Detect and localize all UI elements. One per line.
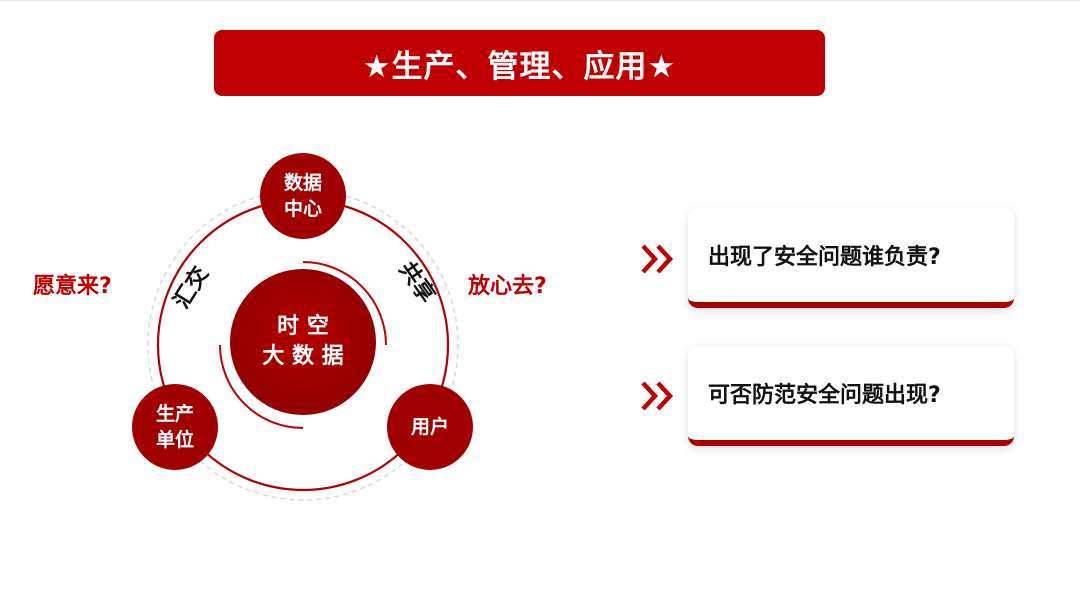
node-data-center-line2: 中心 [283, 198, 322, 220]
top-divider [0, 0, 1080, 1]
node-user: 用户 [387, 410, 473, 444]
node-producer-line1: 生产 [155, 403, 194, 425]
node-producer: 生产 单位 [132, 399, 218, 455]
node-user-line1: 用户 [410, 416, 449, 438]
node-producer-line2: 单位 [155, 429, 194, 451]
question-card-text: 出现了安全问题谁负责? [708, 245, 941, 270]
page-title: ★生产、管理、应用★ [362, 48, 677, 85]
center-label-line1: 时 空 [277, 314, 329, 339]
node-data-center-circle [260, 153, 346, 239]
double-chevron-right-icon [641, 244, 674, 274]
node-data-center-line1: 数据 [283, 172, 322, 194]
question-card-responsibility: 出现了安全问题谁负责? [688, 208, 1014, 308]
node-producer-circle [132, 384, 218, 470]
question-card-prevention: 可否防范安全问题出现? [688, 346, 1014, 446]
double-chevron-right-icon [641, 381, 674, 411]
node-data-center: 数据 中心 [260, 168, 346, 224]
question-left: 愿意来? [33, 274, 112, 299]
arc-label-gather: 汇交 [168, 262, 213, 313]
question-card-text: 可否防范安全问题出现? [708, 383, 941, 408]
question-right: 放心去? [468, 274, 547, 299]
center-arc-top [302, 261, 387, 346]
center-circle [230, 269, 376, 415]
title-banner: ★生产、管理、应用★ [214, 30, 825, 96]
center-label-line2: 大 数 据 [262, 344, 344, 369]
center-arc-bottom [219, 344, 304, 429]
center-label: 时 空 大 数 据 [230, 300, 376, 384]
node-user-circle [387, 384, 473, 470]
